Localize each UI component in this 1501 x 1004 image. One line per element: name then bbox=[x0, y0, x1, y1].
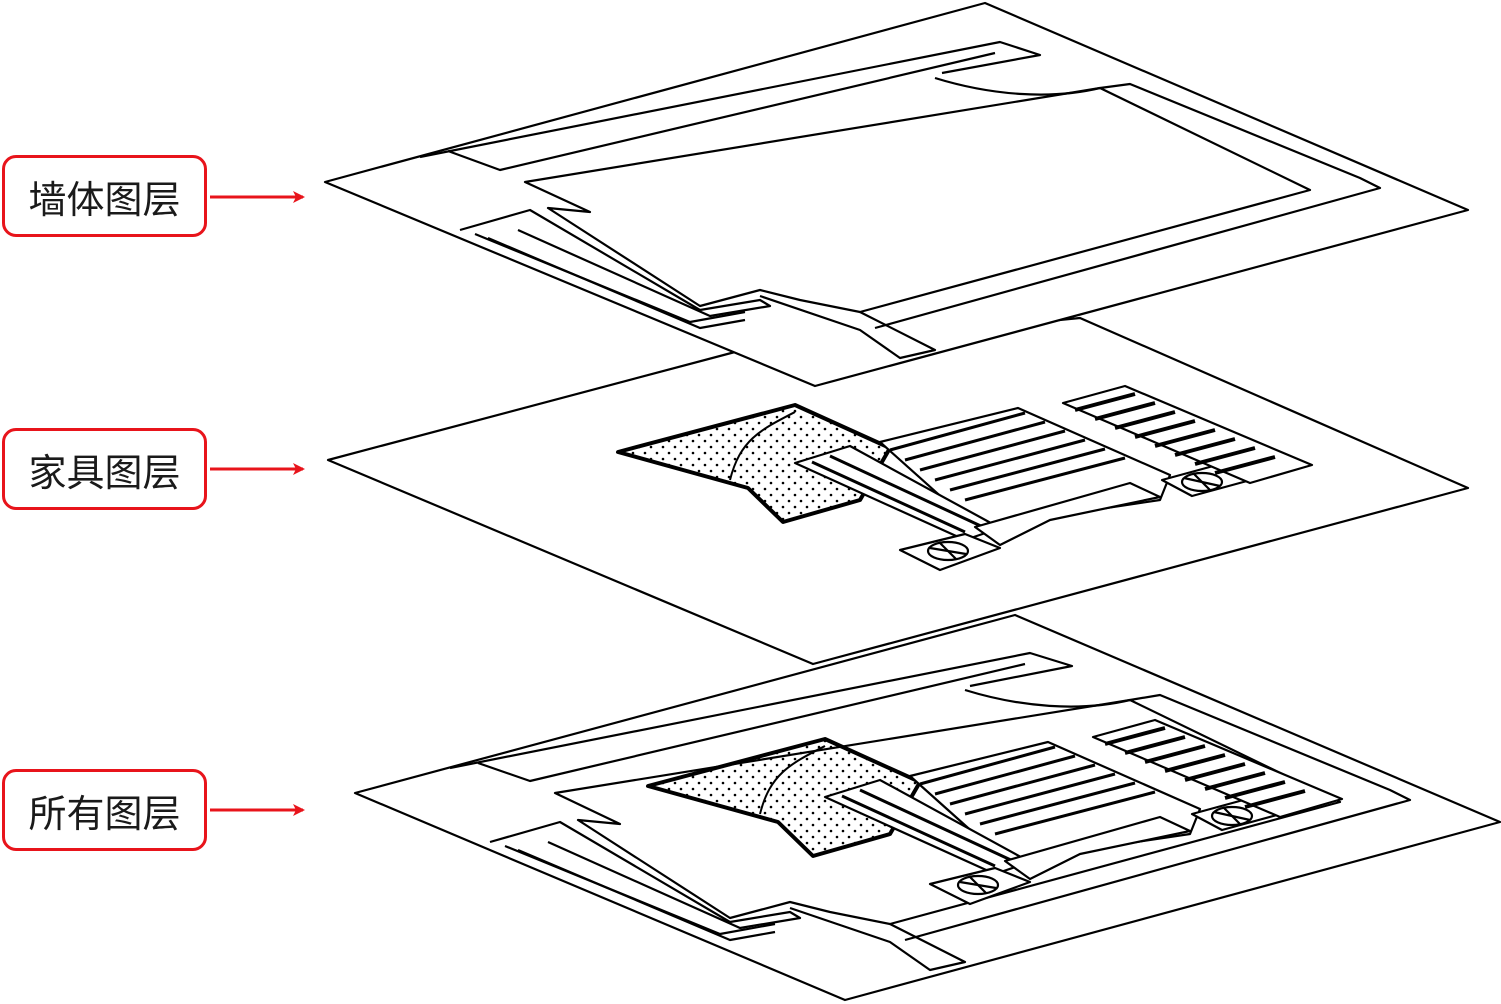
lamp-right bbox=[1180, 471, 1224, 493]
label-wall-layer: 墙体图层 bbox=[2, 155, 207, 237]
wall-layer bbox=[323, 1, 1470, 388]
door-arc bbox=[934, 76, 1101, 96]
lamp-left bbox=[926, 540, 970, 562]
label-all-layers: 所有图层 bbox=[2, 769, 207, 851]
label-furniture-layer: 家具图层 bbox=[2, 428, 207, 510]
all-layers bbox=[353, 613, 1501, 1002]
rug bbox=[616, 403, 892, 524]
outer-wall-top bbox=[419, 40, 1042, 159]
inner-room bbox=[523, 86, 1312, 314]
table bbox=[973, 481, 1162, 547]
furniture-layer bbox=[326, 316, 1470, 666]
